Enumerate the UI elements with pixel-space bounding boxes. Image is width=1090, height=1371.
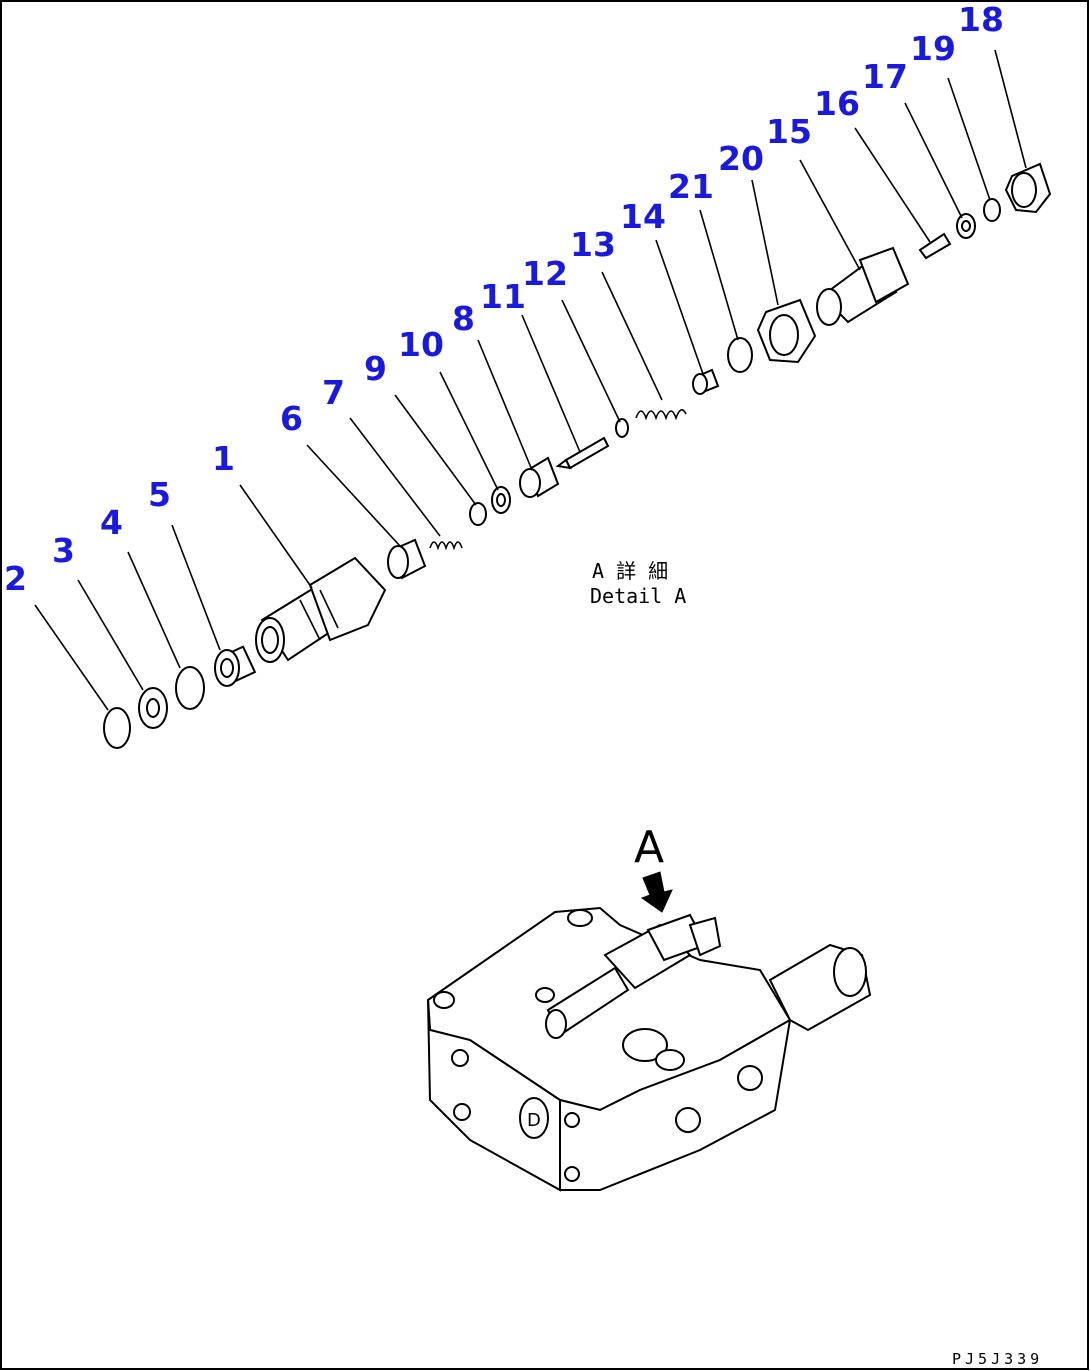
callout-7: 7 [322,373,345,412]
part-15-adjusting-body [816,246,910,326]
drawing-code: PJ5J339 [952,1350,1043,1368]
callout-8: 8 [452,299,475,338]
callout-16: 16 [814,84,860,123]
callout-14: 14 [620,197,666,236]
part-3-hole [146,698,160,718]
callout-10: 10 [398,325,444,364]
callout-18: 18 [958,0,1004,39]
callout-3: 3 [52,531,75,570]
part-16-screw [918,232,952,260]
part-12-ring [615,418,629,438]
view-marker-letter: A [634,822,664,873]
part-21-oring [727,337,753,373]
part-7-spring [429,541,463,551]
callout-6: 6 [280,399,303,438]
part-17-hole [961,220,971,232]
part-9-ring [469,502,487,526]
part-10-hole [496,493,506,507]
callout-2: 2 [4,559,27,598]
part-14-spacer [692,368,720,395]
part-2-oring [103,707,131,749]
part-20-locknut [756,298,817,364]
leader-lines [34,49,1027,711]
callout-19: 19 [910,29,956,68]
callout-4: 4 [100,503,123,542]
callout-1: 1 [212,439,235,478]
callout-15: 15 [766,112,812,151]
port-mark: D [527,1110,541,1131]
part-18-cap-nut [1004,162,1052,214]
callout-13: 13 [570,225,616,264]
callout-12: 12 [522,254,568,293]
part-6-sleeve [387,538,427,580]
view-arrow-icon [640,871,673,913]
callout-17: 17 [862,57,908,96]
callout-numbers: 2 3 4 5 1 6 7 9 10 8 11 12 13 14 21 20 1… [4,0,1004,598]
detail-caption-en: Detail A [590,584,686,608]
callout-20: 20 [718,139,764,178]
detail-caption-jp: A 詳 細 [592,559,668,583]
part-5-plug [214,645,257,687]
part-13-spring [635,409,687,421]
callout-9: 9 [364,349,387,388]
control-valve-assembly: D [426,906,872,1192]
callout-5: 5 [148,475,171,514]
callout-11: 11 [480,277,526,316]
part-11-poppet [555,436,610,470]
exploded-parts [103,162,1052,749]
part-19-oring [983,198,1001,222]
part-1-valve-body [255,556,387,663]
callout-21: 21 [668,167,714,206]
part-4-oring [175,666,205,710]
part-8-seat [519,456,560,498]
